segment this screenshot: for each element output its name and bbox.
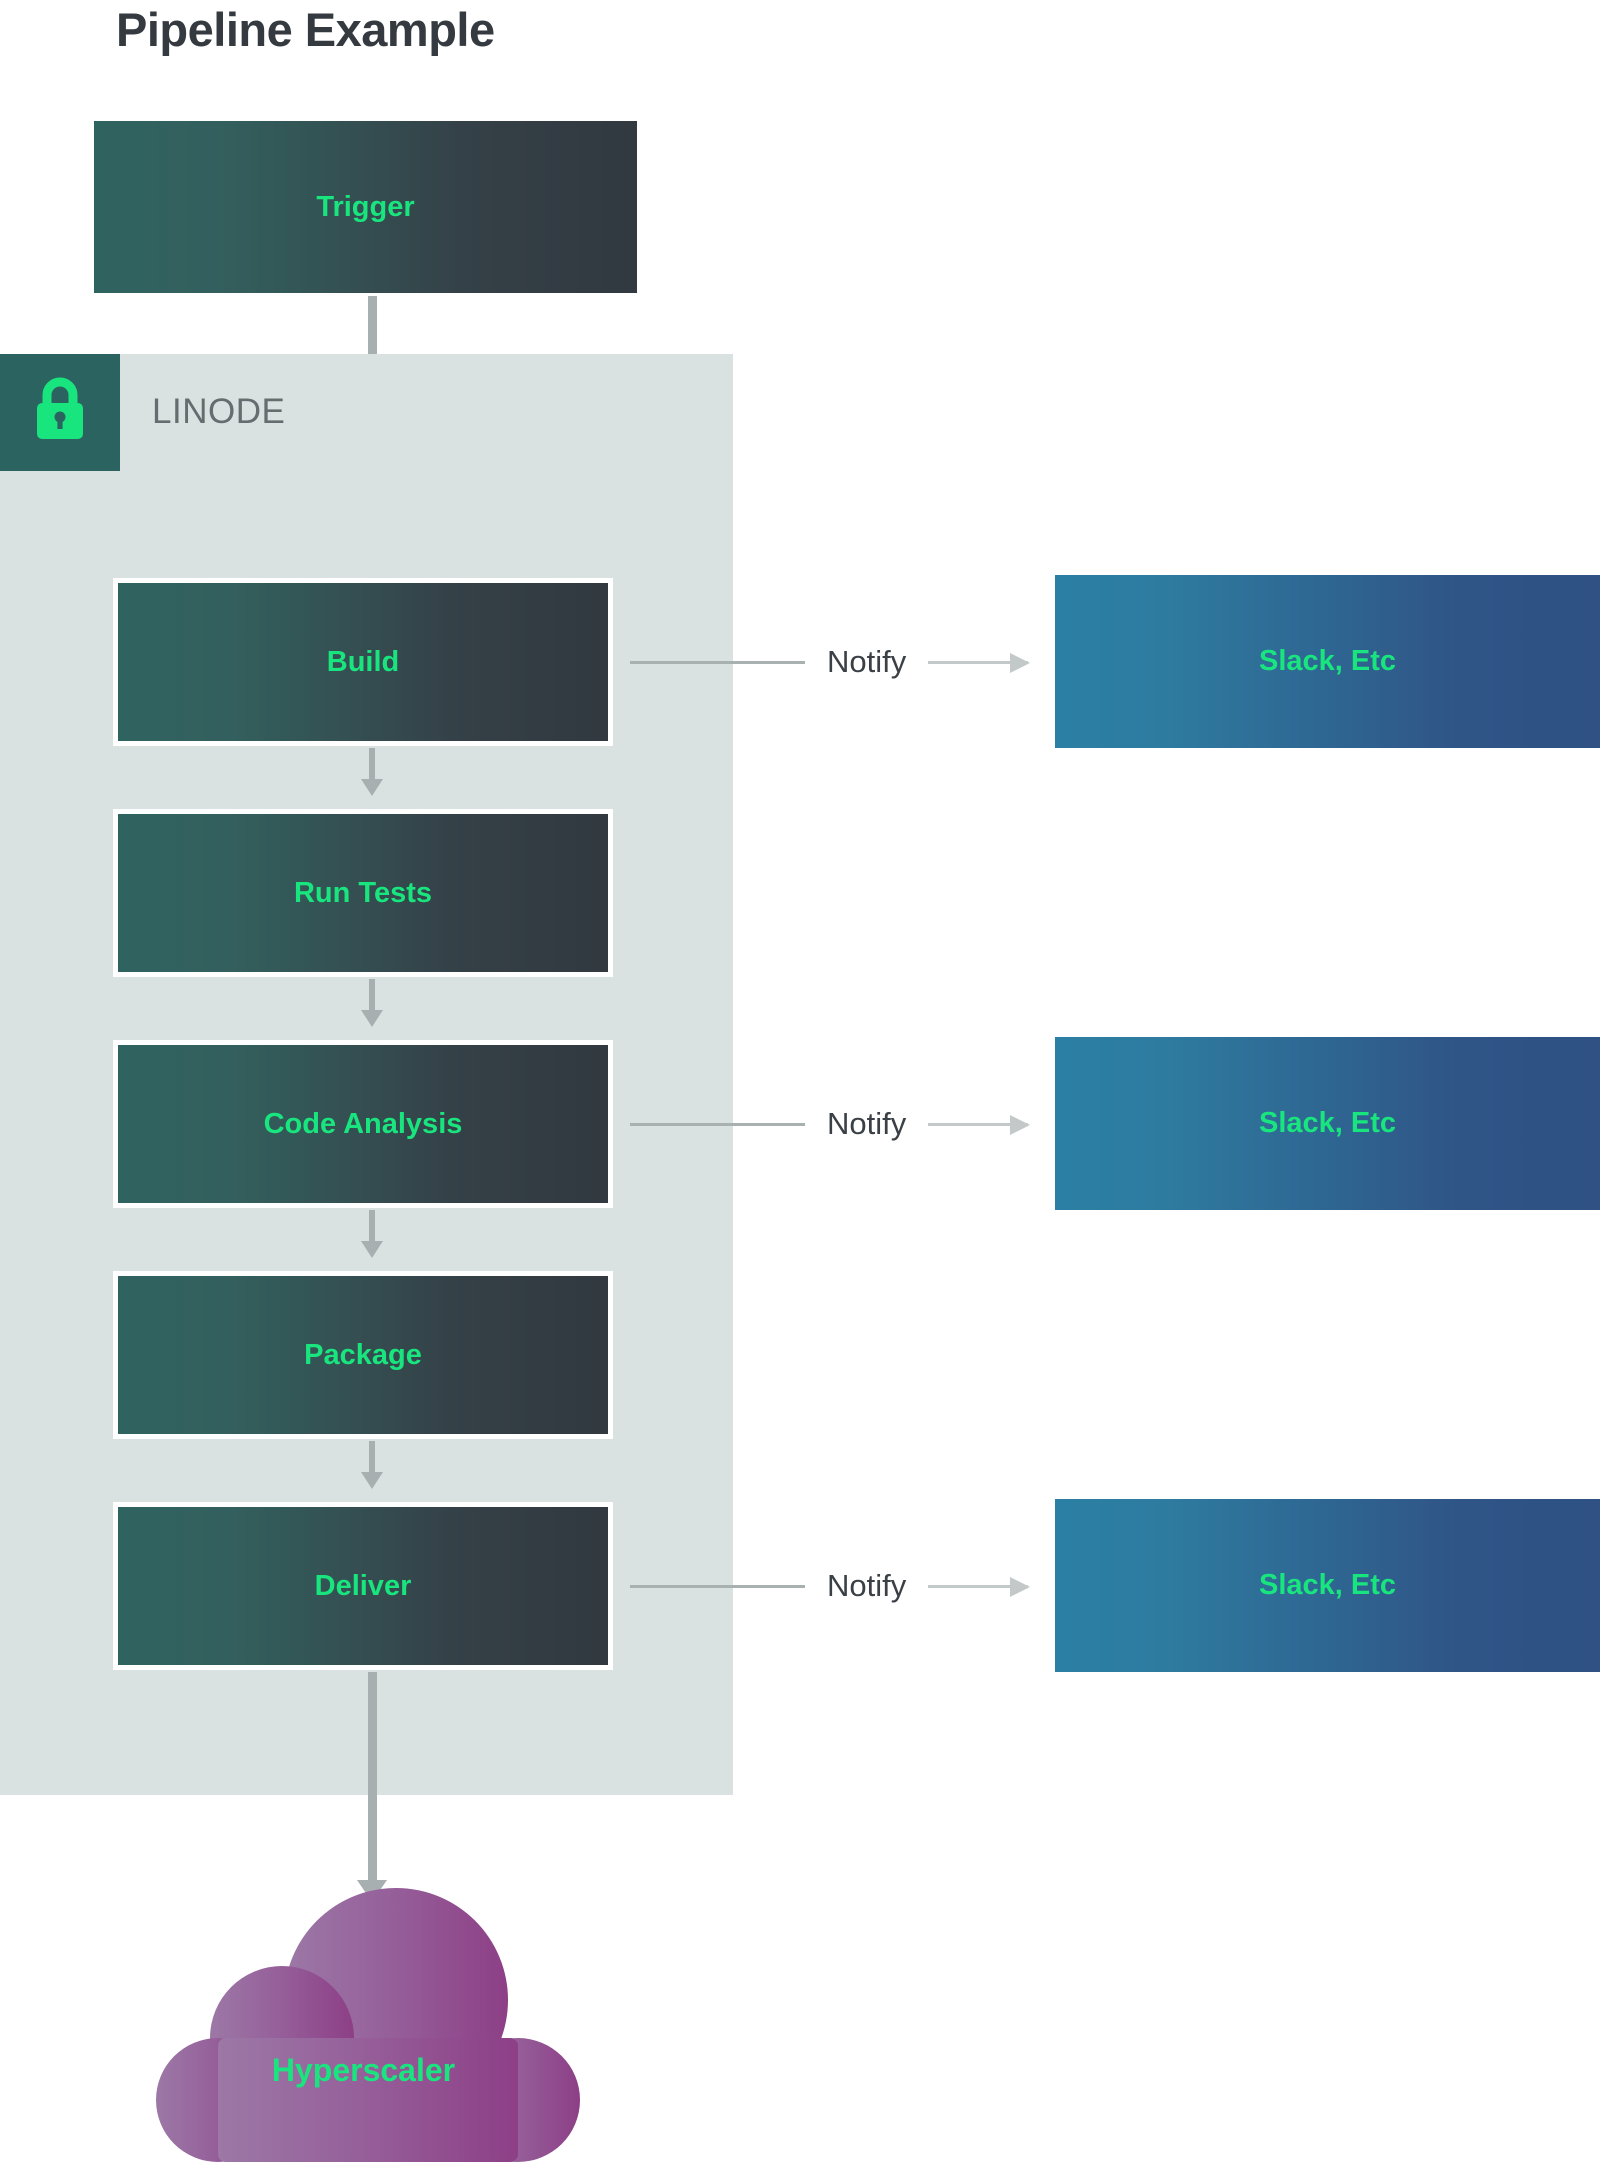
zone-linode-label: LINODE xyxy=(152,392,286,431)
node-run-tests[interactable]: Run Tests xyxy=(113,809,613,977)
page-title: Pipeline Example xyxy=(116,3,495,56)
node-code-analysis-label: Code Analysis xyxy=(263,1107,463,1140)
node-trigger-label: Trigger xyxy=(316,190,415,223)
node-hyperscaler-label: Hyperscaler xyxy=(271,2052,456,2088)
cloud-icon xyxy=(156,1888,580,2162)
notify-line xyxy=(630,1584,805,1588)
arrow-deliver-to-hyperscaler xyxy=(357,1672,387,1902)
node-package-label: Package xyxy=(304,1338,422,1371)
zone-linode-badge xyxy=(0,354,120,471)
node-slack-3[interactable]: Slack, Etc xyxy=(1055,1499,1600,1672)
node-deliver[interactable]: Deliver xyxy=(113,1502,613,1670)
arrow-package-to-deliver xyxy=(361,1441,383,1489)
notify-arrow-icon xyxy=(928,652,1031,673)
node-package[interactable]: Package xyxy=(113,1271,613,1439)
notify-line xyxy=(630,660,805,664)
node-build-label: Build xyxy=(326,645,400,678)
node-slack-2[interactable]: Slack, Etc xyxy=(1055,1037,1600,1210)
node-slack-1[interactable]: Slack, Etc xyxy=(1055,575,1600,748)
node-code-analysis[interactable]: Code Analysis xyxy=(113,1040,613,1208)
node-deliver-label: Deliver xyxy=(314,1569,412,1602)
notify-arrow-icon xyxy=(928,1114,1031,1135)
node-slack-3-label: Slack, Etc xyxy=(1258,1569,1397,1601)
arrow-build-to-run-tests xyxy=(361,748,383,796)
arrow-code-analysis-to-package xyxy=(361,1210,383,1258)
notify-line xyxy=(630,1122,805,1126)
connector-notify-build: Notify xyxy=(630,642,1031,682)
connector-notify-code-analysis: Notify xyxy=(630,1104,1031,1144)
notify-label: Notify xyxy=(827,1106,907,1141)
notify-label: Notify xyxy=(827,644,907,679)
notify-arrow-icon xyxy=(928,1576,1031,1597)
arrow-run-tests-to-code-analysis xyxy=(361,979,383,1027)
node-run-tests-label: Run Tests xyxy=(293,876,433,909)
notify-label: Notify xyxy=(827,1568,907,1603)
node-hyperscaler[interactable]: Hyperscaler xyxy=(140,1888,587,2168)
connector-notify-deliver: Notify xyxy=(630,1566,1031,1606)
node-slack-2-label: Slack, Etc xyxy=(1258,1107,1397,1139)
node-trigger[interactable]: Trigger xyxy=(94,121,637,293)
node-slack-1-label: Slack, Etc xyxy=(1258,645,1397,677)
node-build[interactable]: Build xyxy=(113,578,613,746)
lock-icon xyxy=(29,375,91,450)
